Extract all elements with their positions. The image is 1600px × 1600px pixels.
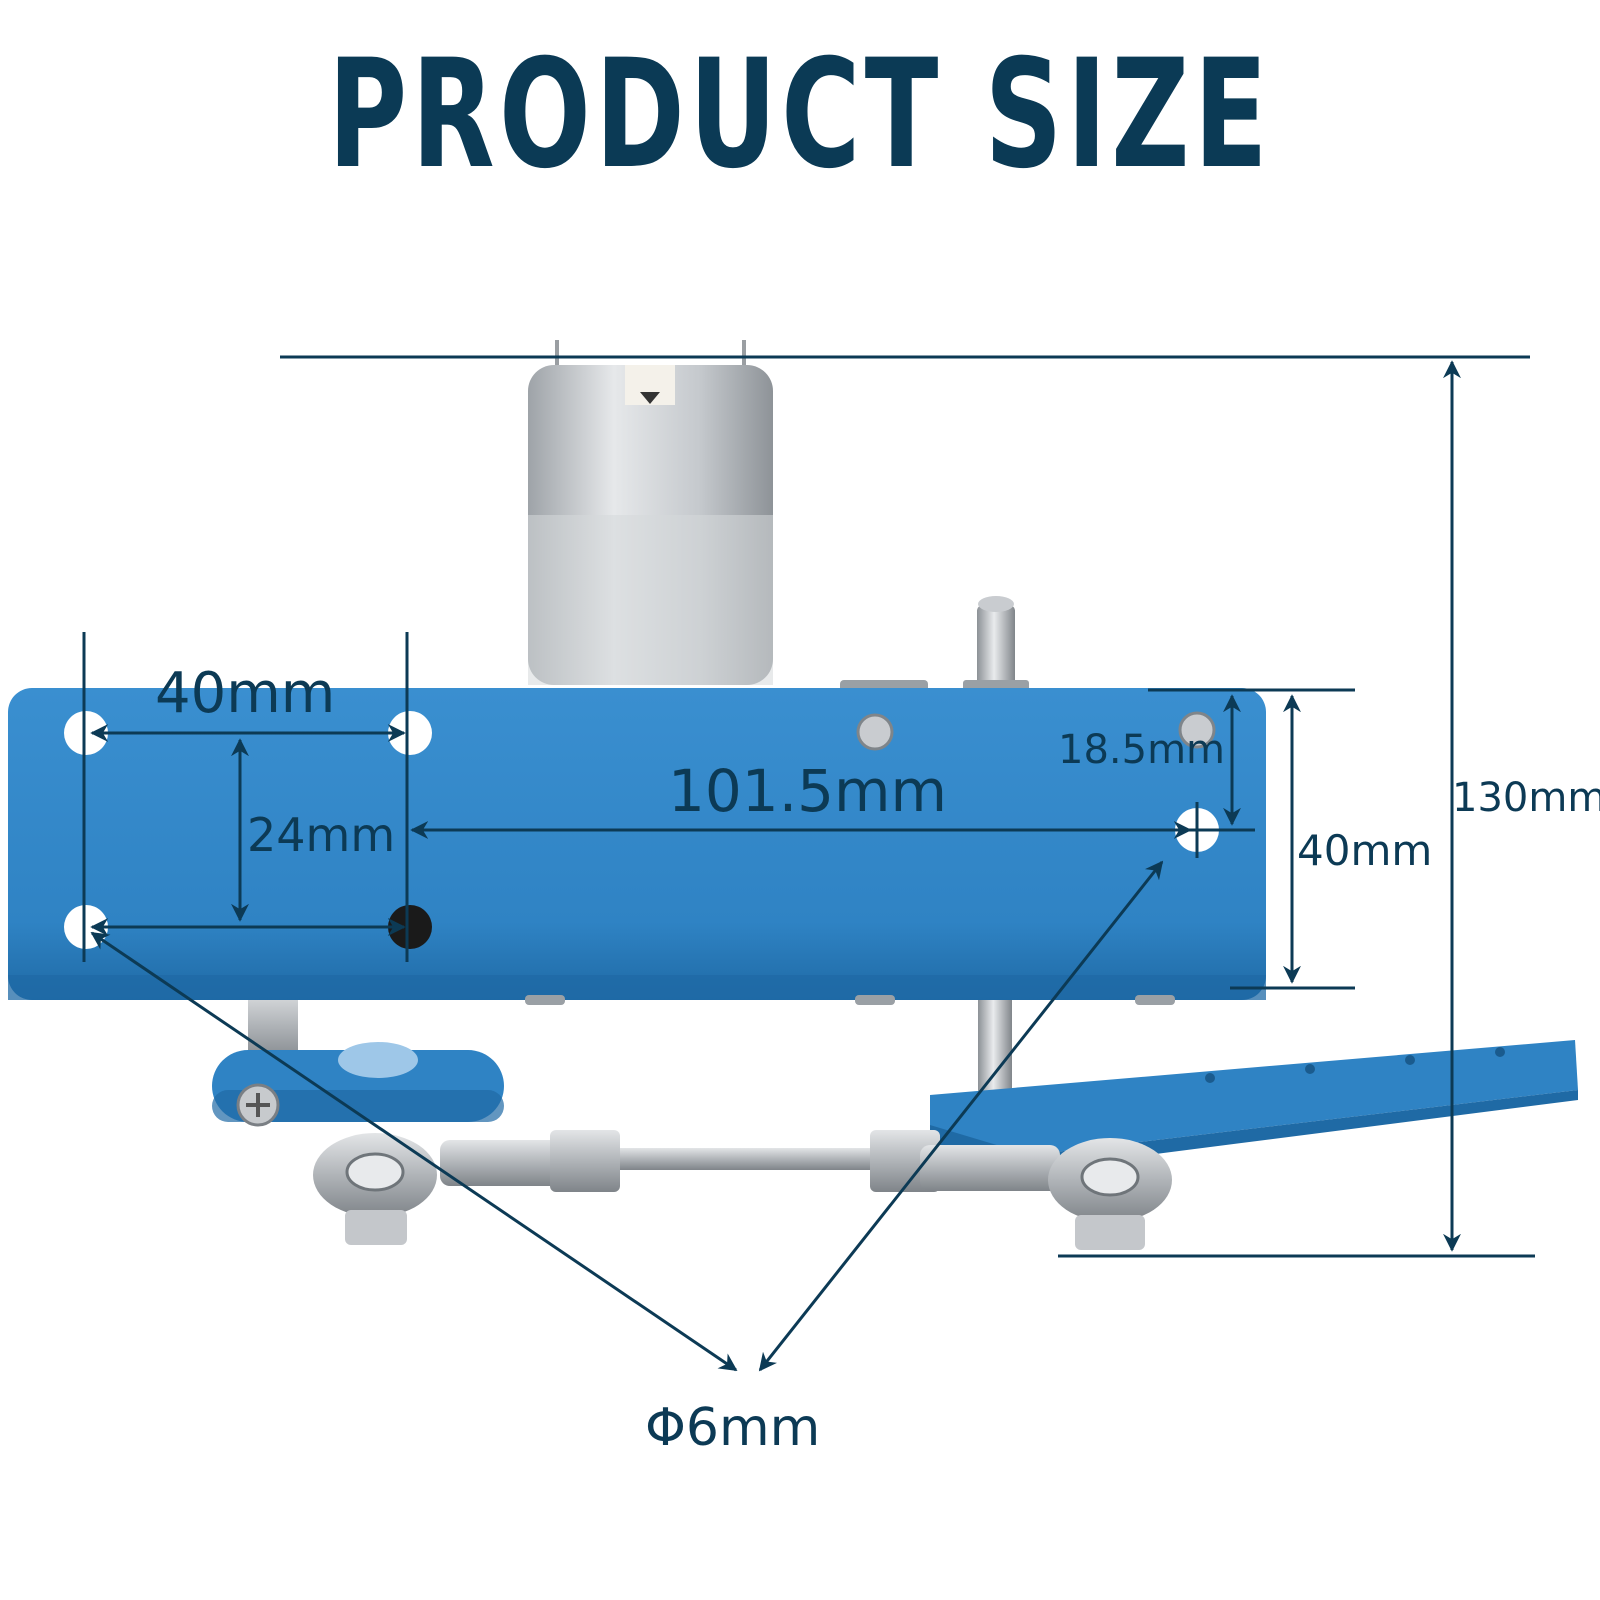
dimension-lines: [82, 355, 1535, 1372]
leader-line-right-hole: [758, 860, 1164, 1372]
dc-motor: [528, 340, 773, 685]
tie-rod: [313, 1130, 1172, 1250]
dim-label-mount-span: 101.5mm: [668, 757, 948, 825]
dim-label-hole-spacing-horizontal: 40mm: [155, 661, 336, 726]
left-crank: [212, 985, 504, 1127]
dim-label-bracket-height: 40mm: [1297, 826, 1433, 875]
page-title: PRODUCT SIZE: [328, 28, 1272, 202]
leader-line-left-hole: [90, 931, 738, 1372]
dim-label-overall-height: 130mm: [1452, 775, 1600, 821]
dim-label-hole-diameter: Φ6mm: [645, 1398, 821, 1458]
dim-label-hole-spacing-vertical: 24mm: [247, 808, 396, 862]
dim-label-edge-offset: 18.5mm: [1058, 727, 1225, 773]
